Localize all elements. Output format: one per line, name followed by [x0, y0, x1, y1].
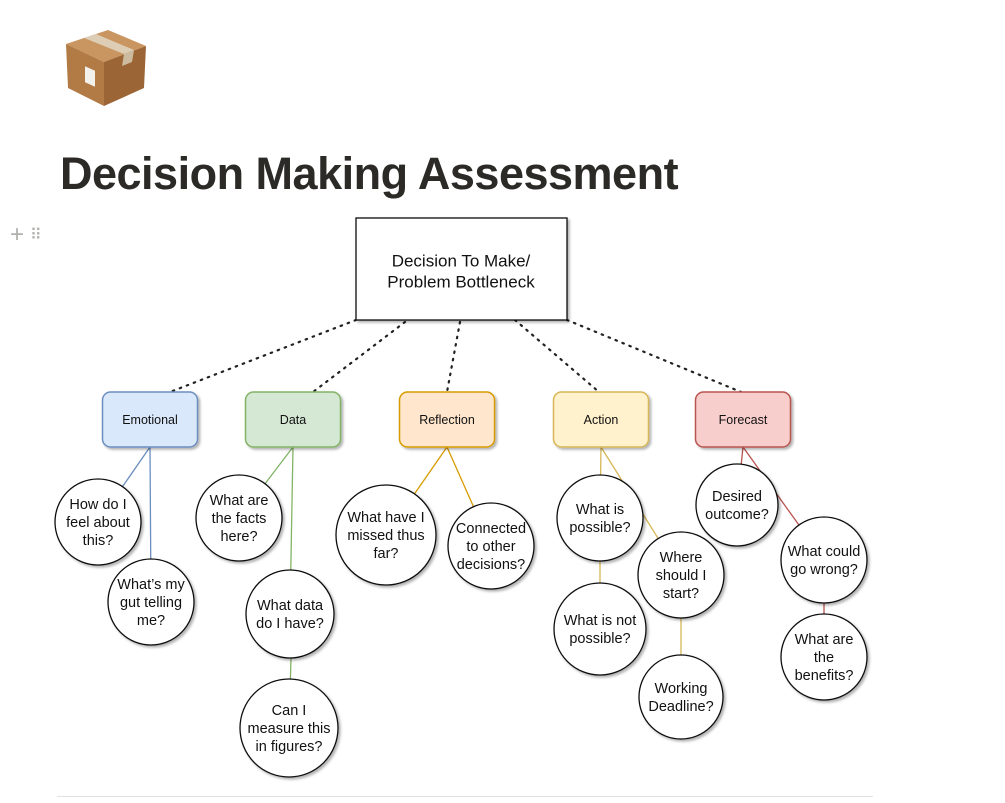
connector-line	[264, 446, 294, 485]
block-controls: + ⠿	[10, 221, 42, 248]
category-label: Reflection	[419, 413, 475, 427]
question-node[interactable]: What is possible?	[556, 474, 644, 562]
node-text-line: this?	[83, 533, 114, 549]
dotted-connector	[445, 320, 462, 394]
node-text-line: the facts	[212, 511, 267, 527]
node-text-line: gut telling	[120, 595, 182, 611]
node-text-line: Where	[660, 550, 703, 566]
node-text-line: far?	[374, 546, 399, 562]
category-label: Data	[280, 413, 306, 427]
node-text-line: do I have?	[256, 616, 324, 632]
node-text-line: possible?	[569, 520, 630, 536]
category-label: Forecast	[719, 413, 768, 427]
question-node[interactable]: What could go wrong?	[780, 516, 868, 604]
node-text-line: What are	[210, 493, 269, 509]
node-text-line: How do I	[69, 497, 126, 513]
node-text-line: benefits?	[795, 668, 854, 684]
connector-line	[289, 657, 292, 680]
node-text-line: in figures?	[256, 739, 323, 755]
node-text-line: What could	[788, 544, 861, 560]
connector-line	[149, 446, 152, 560]
question-node[interactable]: Where should I start?	[637, 531, 725, 619]
node-text-line: missed thus	[347, 528, 424, 544]
package-icon	[66, 30, 146, 106]
category-reflection[interactable]: Reflection	[398, 391, 496, 448]
node-text-line: outcome?	[705, 507, 769, 523]
node-text-line: What data	[257, 598, 324, 614]
category-emotional[interactable]: Emotional	[101, 391, 199, 448]
question-node[interactable]: What have I missed thus far?	[335, 484, 437, 586]
question-node[interactable]: Can I measure this in figures?	[239, 678, 339, 778]
node-text-line: What have I	[347, 510, 424, 526]
node-text-line: the	[814, 650, 834, 666]
category-data[interactable]: Data	[244, 391, 342, 448]
question-node[interactable]: Desired outcome?	[695, 463, 779, 547]
connector-line	[121, 446, 151, 488]
page-title[interactable]: Decision Making Assessment	[60, 148, 679, 199]
add-block-icon[interactable]: +	[10, 221, 25, 248]
connector-line	[740, 446, 744, 465]
node-text-line: feel about	[66, 515, 130, 531]
category-action[interactable]: Action	[552, 391, 650, 448]
node-text-line: here?	[220, 529, 257, 545]
node-text-line: Desired	[712, 489, 762, 505]
node-text-line: What is	[576, 502, 624, 518]
category-forecast[interactable]: Forecast	[694, 391, 792, 448]
node-text-line: go wrong?	[790, 562, 858, 578]
node-text-line: me?	[137, 613, 165, 629]
question-node[interactable]: What data do I have?	[245, 569, 335, 659]
dotted-connector	[513, 318, 601, 394]
question-node[interactable]: What are the benefits?	[780, 613, 868, 701]
node-text-line: measure this	[247, 721, 330, 737]
node-text-line: What’s my	[117, 577, 185, 593]
node-text-line: Can I	[272, 703, 307, 719]
category-label: Action	[584, 413, 619, 427]
node-text-line: start?	[663, 586, 699, 602]
question-node[interactable]: How do I feel about this?	[54, 478, 142, 566]
category-label: Emotional	[122, 413, 178, 427]
drag-handle-icon[interactable]: ⠿	[30, 227, 42, 244]
connector-line	[413, 446, 448, 495]
node-text-line: Deadline?	[648, 699, 713, 715]
root-node[interactable]: Decision To Make/Problem Bottleneck	[355, 217, 568, 321]
node-text-line: decisions?	[457, 557, 526, 573]
dotted-connector	[311, 320, 407, 394]
node-text-line: should I	[656, 568, 707, 584]
divider	[57, 796, 873, 797]
node-text-line: What is not	[564, 613, 637, 629]
connector-line	[446, 446, 475, 507]
node-text-line: Connected	[456, 521, 526, 537]
dotted-connector	[565, 318, 743, 394]
question-node[interactable]: What is not possible?	[553, 582, 647, 676]
node-text-line: to other	[466, 539, 515, 555]
node-text-line: Problem Bottleneck	[387, 273, 535, 292]
question-node[interactable]: Connected to other decisions?	[447, 502, 535, 590]
dotted-connector	[168, 318, 358, 394]
node-text-line: possible?	[569, 631, 630, 647]
question-node[interactable]: What’s my gut telling me?	[107, 558, 195, 646]
page-icon[interactable]	[62, 16, 150, 108]
question-node[interactable]: What are the facts here?	[195, 474, 283, 562]
node-text-line: Working	[655, 681, 708, 697]
connector-line	[290, 446, 294, 571]
node-text-line: What are	[795, 632, 854, 648]
node-text-line: Decision To Make/	[392, 251, 531, 270]
